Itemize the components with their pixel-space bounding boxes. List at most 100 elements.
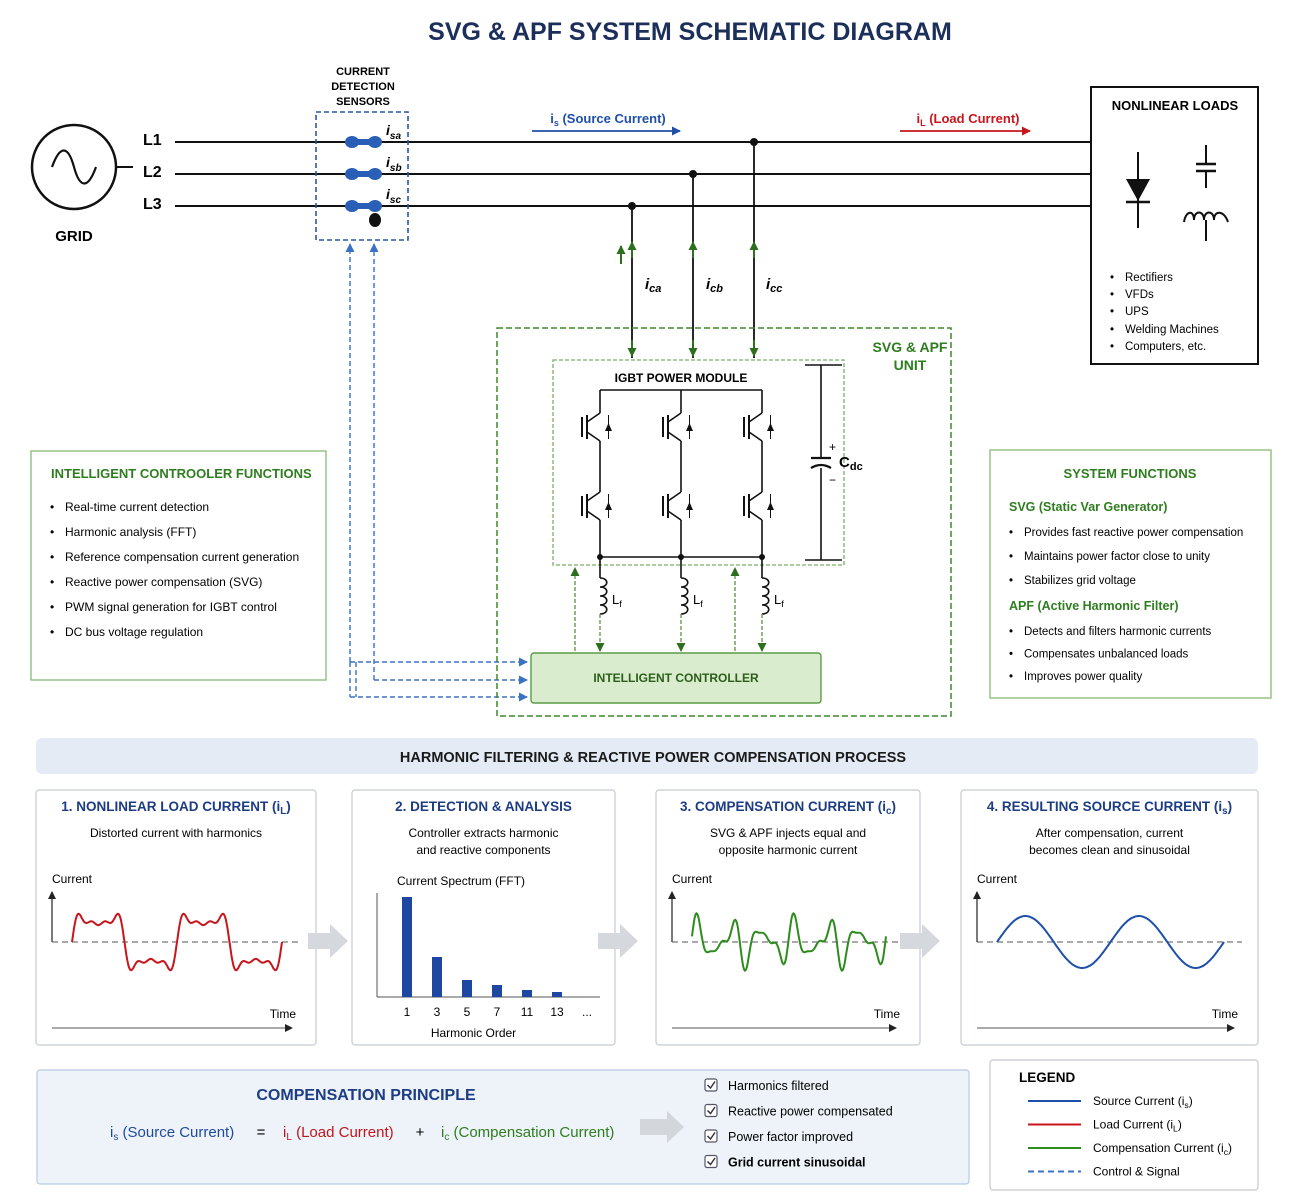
bullet: • (50, 525, 54, 539)
svg-text:•: • (1110, 272, 1114, 284)
controller-label: INTELLIGENT CONTROLLER (593, 671, 759, 685)
igbt-switch-icon (581, 491, 612, 521)
dc-capacitor-label: Cdc (839, 454, 863, 473)
list-item: Harmonic analysis (FFT) (65, 525, 196, 539)
principle-title: COMPENSATION PRINCIPLE (256, 1087, 476, 1104)
terminals (667, 412, 682, 442)
load-item: UPS (1125, 306, 1149, 318)
waveform-series (71, 912, 283, 972)
svg-text:•: • (1110, 289, 1114, 301)
switch-bg (671, 413, 691, 441)
nonlinear-loads-panel: NONLINEAR LOADS •Rectifiers •VFDs •UPS •… (1090, 86, 1259, 365)
source-current-flow: is (Source Current) (532, 111, 681, 136)
checkbox-icon (704, 1078, 718, 1092)
line-label-l2: L2 (143, 164, 162, 181)
fft-tick-label: 3 (434, 1005, 441, 1019)
filter-inductor-2: Lf (676, 557, 703, 652)
compensation-principle-panel: COMPENSATION PRINCIPLE is (Source Curren… (36, 1069, 970, 1185)
list-item: Improves power quality (1024, 671, 1142, 683)
fft-tick-label: 13 (550, 1005, 564, 1019)
switch-bg (590, 413, 610, 441)
intelligent-controller: INTELLIGENT CONTROLLER (530, 652, 822, 704)
loads-list: •Rectifiers •VFDs •UPS •Welding Machines… (1110, 272, 1219, 353)
diode-icon (1126, 152, 1150, 228)
igbt-bridge (581, 390, 774, 560)
legend-panel: LEGEND Source Current (is)Load Current (… (989, 1059, 1259, 1191)
axis-y-label: Current (977, 872, 1018, 886)
chart-title: Current Spectrum (FFT) (397, 874, 525, 888)
igbt-switch-icon (581, 412, 612, 442)
checklist-label: Reactive power compensated (728, 1105, 893, 1119)
apf-functions-list: •Detects and filters harmonic currents•C… (1009, 626, 1212, 683)
panel-description: and reactive components (416, 843, 550, 857)
list-item: Provides fast reactive power compensatio… (1024, 527, 1243, 539)
comp-current-label-b: icb (706, 276, 723, 295)
legend-title: LEGEND (1019, 1070, 1076, 1085)
switch-bg (752, 413, 772, 441)
line-label-l1: L1 (143, 132, 162, 149)
svg-functions-list: • Provides fast reactive power compensati… (1009, 527, 1243, 587)
svg-apf-unit: SVG & APF UNIT IGBT POWER MODULE + − Cdc (496, 327, 952, 717)
principle-op-plus: + (416, 1124, 425, 1141)
process-panels: 1. NONLINEAR LOAD CURRENT (iL)Distorted … (35, 789, 1259, 1046)
ct-sensor-b (345, 168, 382, 180)
list-item: Compensates unbalanced loads (1024, 649, 1189, 661)
legend-label: Load Current (iL) (1093, 1118, 1182, 1134)
fft-bar (552, 992, 562, 997)
waveform-series (691, 912, 887, 972)
controller-functions-list: •Real-time current detection•Harmonic an… (50, 500, 299, 639)
fft-tick-label: 1 (404, 1005, 411, 1019)
fft-bar (492, 985, 502, 997)
bullet: • (50, 500, 54, 514)
checklist-label: Harmonics filtered (728, 1079, 829, 1093)
panel-description: SVG & APF injects equal and (710, 826, 866, 840)
panel-title: 4. RESULTING SOURCE CURRENT (is) (987, 799, 1232, 817)
ct-sensor-c (345, 200, 382, 227)
bullet: • (1009, 551, 1013, 563)
checklist-item: Harmonics filtered (704, 1078, 829, 1093)
fft-bar (402, 897, 412, 997)
page-title: SVG & APF SYSTEM SCHEMATIC DIAGRAM (428, 18, 952, 46)
panel-title: 3. COMPENSATION CURRENT (ic) (680, 799, 896, 817)
sensors-title-1: CURRENT (336, 66, 390, 78)
load-item: Rectifiers (1125, 272, 1173, 284)
panel-description: becomes clean and sinusoidal (1029, 843, 1190, 857)
panel-description: Controller extracts harmonic (408, 826, 558, 840)
load-current-flow: iL (Load Current) (900, 111, 1031, 136)
igbt-switch-icon (662, 412, 693, 442)
legend-label: Compensation Current (ic) (1093, 1141, 1232, 1157)
terminals (586, 491, 601, 521)
axis-y-label: Current (52, 872, 93, 886)
controller-functions-title: INTELLIGENT CONTROOLER FUNCTIONS (51, 466, 312, 481)
inductor-label: Lf (693, 592, 703, 609)
bullet: • (1009, 671, 1013, 683)
unit-boundary (496, 327, 952, 717)
unit-title-2: UNIT (894, 357, 927, 373)
loads-title: NONLINEAR LOADS (1112, 98, 1239, 113)
list-item: Maintains power factor close to unity (1024, 551, 1210, 563)
panel-frame (351, 789, 616, 1046)
switch-bg (671, 492, 691, 520)
inductor-label: Lf (774, 592, 784, 609)
compensation-branches: ica icb icc (616, 138, 782, 358)
process-flow-arrow-icon (598, 924, 638, 958)
igbt-switch-icon (662, 491, 693, 521)
checklist-item: Reactive power compensated (704, 1103, 893, 1119)
inductor-coil-icon (680, 577, 689, 615)
checklist-item: Grid current sinusoidal (704, 1154, 866, 1170)
list-item: DC bus voltage regulation (65, 625, 203, 639)
fft-bar (432, 957, 442, 997)
bullet: • (50, 575, 54, 589)
terminals (748, 491, 763, 521)
grid-label: GRID (55, 228, 93, 245)
axis-x-label: Time (270, 1007, 297, 1021)
check-mark-icon (706, 1157, 716, 1166)
bullet: • (1009, 649, 1013, 661)
svg-text:•: • (1110, 341, 1114, 353)
process-panel-4: 4. RESULTING SOURCE CURRENT (is)After co… (960, 789, 1259, 1046)
terminals (748, 412, 763, 442)
inductor-coil-icon (761, 577, 770, 615)
